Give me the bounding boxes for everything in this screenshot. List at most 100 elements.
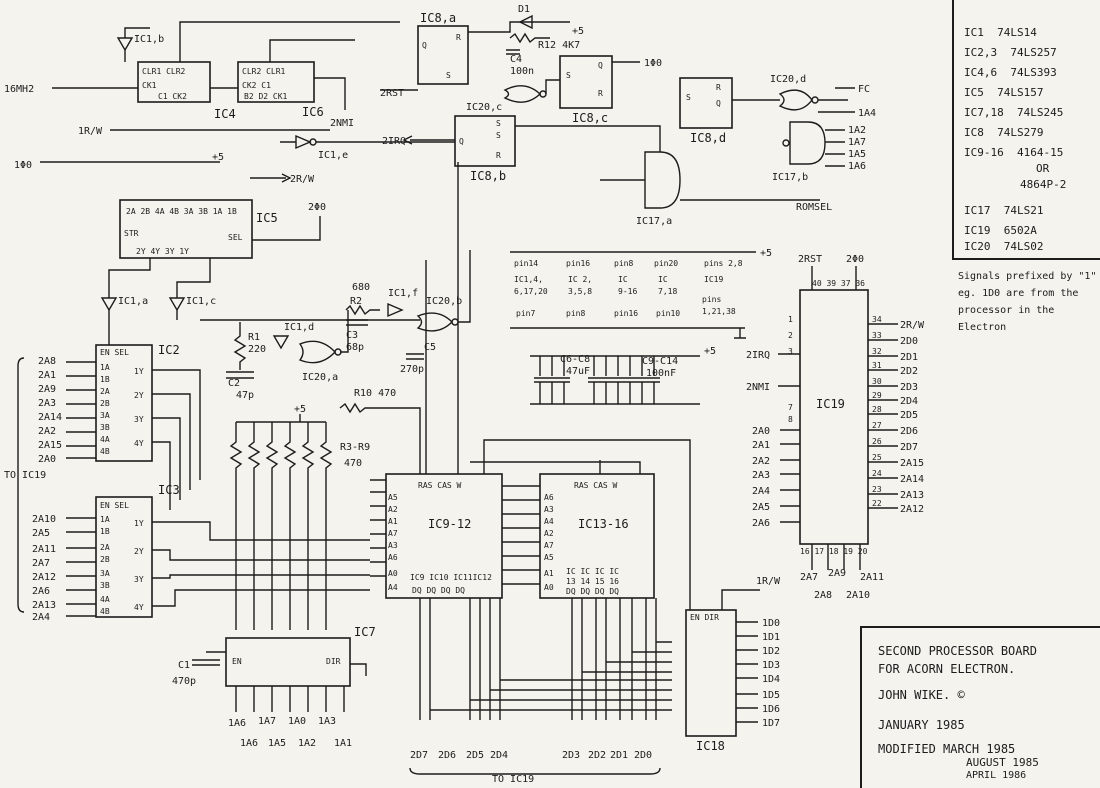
pwr-col4: pin20: [654, 259, 678, 268]
ic19-left-8: 2A5: [752, 502, 770, 513]
part-ic: IC8: [964, 126, 984, 139]
part-row-5: IC7,18 74LS245: [964, 106, 1063, 119]
pwr-ic3b: 9-16: [618, 287, 637, 296]
title-line-2: FOR ACORN ELECTRON.: [878, 662, 1016, 676]
svg-text:1B: 1B: [100, 375, 110, 384]
ic5-box: [119, 199, 253, 259]
ram1-a5: A3: [388, 541, 398, 550]
c4-value: 100n: [510, 66, 534, 77]
svg-text:13 14 15 16: 13 14 15 16: [566, 577, 619, 586]
ic6-box: [237, 61, 315, 103]
ic7-out-6: 1A2: [298, 738, 316, 749]
c2-label: C2: [228, 378, 240, 389]
svg-text:2Y: 2Y: [134, 391, 144, 400]
ram1-a6: A6: [388, 553, 398, 562]
part-row-7: IC9-16 4164-15: [964, 146, 1063, 159]
ic18-out-4: 1D4: [762, 674, 780, 685]
svg-text:EN SEL: EN SEL: [100, 348, 129, 357]
ic7-out-0: 1A6: [240, 738, 258, 749]
ic3-in-6: 2A6: [32, 586, 50, 597]
svg-text:RAS CAS W: RAS CAS W: [574, 481, 618, 490]
c5-label: C5: [424, 342, 436, 353]
c9c14-value: 100nF: [646, 368, 676, 379]
modified-line-3: APRIL 1986: [966, 770, 1027, 781]
part-ic: IC19: [964, 224, 991, 237]
pwr-ic4b: 7,18: [658, 287, 677, 296]
svg-text:1Y: 1Y: [134, 519, 144, 528]
ic19-bot-1: 2A7: [800, 572, 818, 583]
pwr-ic5: IC19: [704, 275, 723, 284]
svg-text:26: 26: [872, 437, 882, 446]
ram2-a8: A0: [544, 583, 554, 592]
gnd-col5b: 1,21,38: [702, 307, 736, 316]
svg-text:27: 27: [872, 421, 882, 430]
bus-right-2: 2D2: [588, 750, 606, 761]
ic19-right-13: 2A12: [900, 504, 924, 515]
ic1b-label: IC1,b: [134, 34, 164, 45]
ic17b-in-1: 1A2: [848, 125, 866, 136]
part-type: 74LS393: [1010, 66, 1057, 79]
ic13-16-box: [539, 473, 655, 599]
svg-text:3Y: 3Y: [134, 415, 144, 424]
ic8c-box: [559, 55, 613, 109]
pwr-ic4: IC: [658, 275, 668, 284]
ic2-label: IC2: [158, 343, 180, 357]
svg-text:2B: 2B: [100, 555, 110, 564]
part-row-1: IC1 74LS14: [964, 26, 1037, 39]
ic2-in-4: 2A3: [38, 398, 56, 409]
ic19-left-9: 2A6: [752, 518, 770, 529]
modified-line: MODIFIED MARCH 1985: [878, 742, 1016, 756]
svg-text:S: S: [496, 119, 501, 128]
svg-text:4A: 4A: [100, 595, 110, 604]
pwr-ic3: IC: [618, 275, 628, 284]
ic18-out-6: 1D6: [762, 704, 780, 715]
plus5-decoupling: +5: [704, 346, 716, 357]
part-type: 74LS157: [997, 86, 1044, 99]
ram1-a3: A1: [388, 517, 398, 526]
part-row-2: IC2,3 74LS257: [964, 46, 1057, 59]
ic19-left-2: 2NMI: [746, 382, 770, 393]
date-line: JANUARY 1985: [878, 718, 965, 732]
plus5-top: +5: [760, 248, 772, 259]
part-row-9: 4864P-2: [1020, 178, 1066, 191]
svg-text:40 39 37 36: 40 39 37 36: [812, 279, 865, 288]
rst2-label: 2RST: [380, 88, 404, 99]
svg-text:CLR1 CLR2: CLR1 CLR2: [142, 67, 186, 76]
svg-text:4Y: 4Y: [134, 603, 144, 612]
ic3-in-8: 2A4: [32, 612, 50, 623]
svg-text:DQ DQ DQ DQ: DQ DQ DQ DQ: [566, 587, 619, 596]
ic3-in-2: 2A5: [32, 528, 50, 539]
svg-text:4B: 4B: [100, 447, 110, 456]
ic19-left-5: 2A2: [752, 456, 770, 467]
ic1e-label: IC1,e: [318, 150, 348, 161]
svg-text:3B: 3B: [100, 423, 110, 432]
svg-text:EN: EN: [232, 657, 242, 666]
author-line: JOHN WIKE. ©: [878, 688, 965, 702]
ic20c-label: IC20,c: [466, 102, 502, 113]
ram2-a4: A2: [544, 529, 554, 538]
bus-right-1: 2D3: [562, 750, 580, 761]
ram2-a7: A1: [544, 569, 554, 578]
ic18-out-2: 1D2: [762, 646, 780, 657]
gnd-col4: pin10: [656, 309, 680, 318]
c6c8-value: 47uF: [566, 366, 590, 377]
ram2-a1: A6: [544, 493, 554, 502]
r1-label: R1: [248, 332, 260, 343]
ic19-label: IC19: [816, 397, 845, 411]
svg-text:R: R: [456, 33, 461, 42]
bus-right-4: 2D0: [634, 750, 652, 761]
r3r9-label: R3-R9: [340, 442, 370, 453]
ic19-left-6: 2A3: [752, 470, 770, 481]
svg-text:3A: 3A: [100, 569, 110, 578]
ic7-out-5: 1A3: [318, 716, 336, 727]
ic17b-in-4: 1A6: [848, 161, 866, 172]
ic19-left-7: 2A4: [752, 486, 770, 497]
ic19-bot-3: 2A11: [860, 572, 884, 583]
r12-label: R12 4K7: [538, 40, 580, 51]
ic18-box: [685, 609, 737, 737]
svg-text:S: S: [496, 131, 501, 140]
ic2-in-1: 2A8: [38, 356, 56, 367]
ic17a-label: IC17,a: [636, 216, 672, 227]
ic19-right-4: 2D2: [900, 366, 918, 377]
